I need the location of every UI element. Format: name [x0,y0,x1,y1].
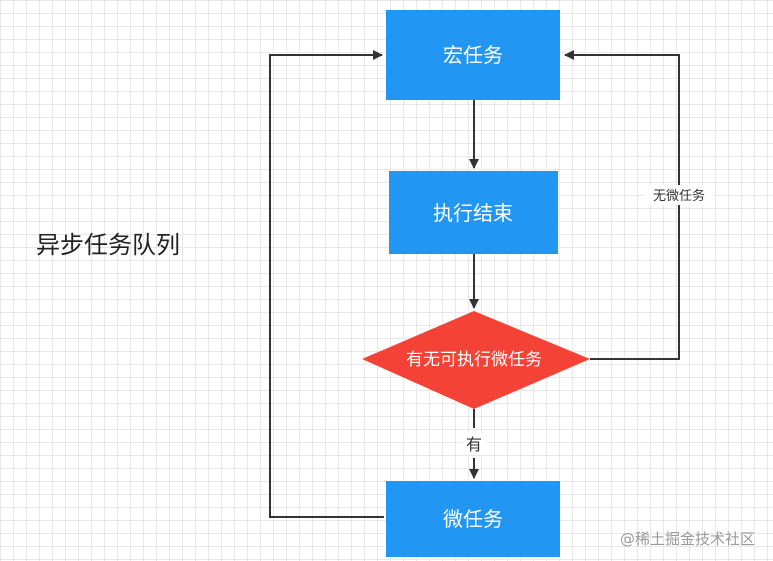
edge-label-no-micro-bg [644,185,714,205]
edge-label-no-micro: 无微任务 [653,188,705,204]
edge-micro-loop-back [269,50,384,518]
node-decision-label: 有无可执行微任务 [406,350,542,370]
node-exec-done: 执行结束 [389,171,558,254]
edge-no-micro-loop [564,50,680,360]
node-microtask-label: 微任务 [443,507,503,531]
node-macrotask: 宏任务 [386,10,560,100]
side-title: 异步任务队列 [36,231,180,259]
edge-label-yes-bg [462,433,486,455]
watermark: @稀土掘金技术社区 [620,530,755,548]
edge-label-yes: 有 [466,435,482,454]
node-microtask: 微任务 [386,481,560,557]
node-macrotask-label: 宏任务 [443,43,503,67]
node-exec-done-label: 执行结束 [433,201,513,225]
node-decision: 有无可执行微任务 [362,311,590,409]
